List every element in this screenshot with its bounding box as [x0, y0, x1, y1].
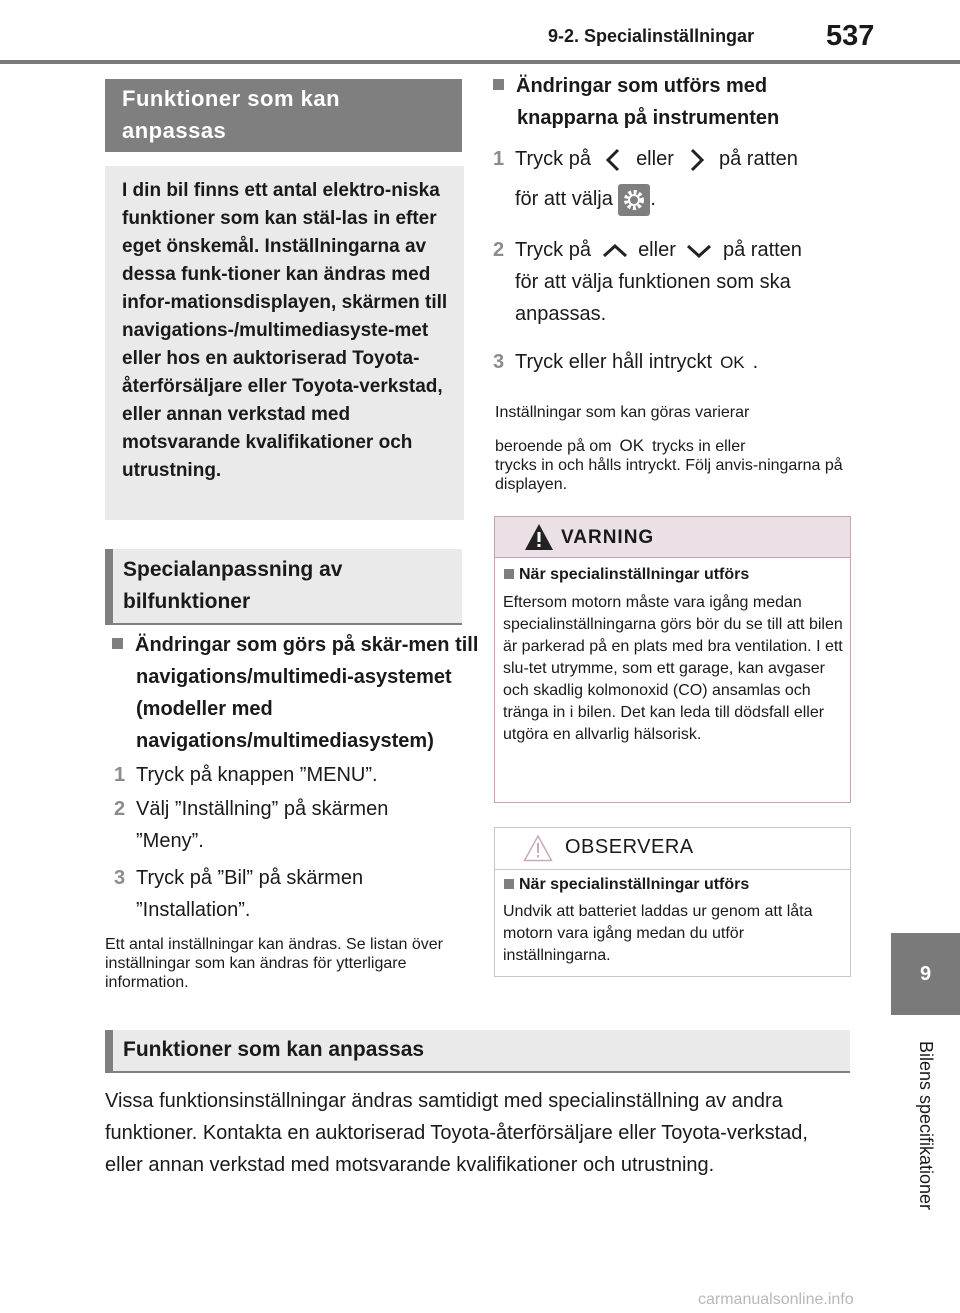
- warning-triangle-icon: [525, 524, 553, 550]
- instrument-note: Inställningar som kan göras varierar ber…: [495, 396, 845, 494]
- section-title: 9-2. Specialinställningar: [548, 26, 755, 46]
- intro-box-body: I din bil finns ett antal elektro-niska …: [105, 166, 464, 520]
- warning-box: VARNING När specialinställningar utförs …: [494, 516, 851, 803]
- heading-bar: [105, 549, 113, 623]
- step-text: Tryck eller håll intryckt: [515, 351, 713, 373]
- step-number: 2: [493, 239, 505, 261]
- instrument-heading: Ändringar som utförs med knapparna på in…: [493, 70, 867, 134]
- bullet-square: [504, 879, 514, 889]
- bullet-square: [112, 638, 123, 650]
- warning-text: Eftersom motorn måste vara igång medan s…: [503, 594, 843, 743]
- notice-box: OBSERVERA När specialinställningar utför…: [494, 827, 851, 977]
- notice-subheading-text: När specialinställningar utförs: [519, 876, 750, 893]
- warning-subheading-text: När specialinställningar utförs: [519, 566, 750, 583]
- bullet-square: [493, 79, 504, 91]
- step-text-cont: för att välja: [515, 188, 613, 210]
- special-section-title: Specialanpassning av bilfunktioner: [123, 558, 343, 613]
- bullet-square: [504, 569, 514, 579]
- note-text: beroende på om: [495, 438, 612, 455]
- notice-subheading: När specialinställningar utförs: [504, 875, 749, 895]
- footer-watermark: carmanualsonline.info: [698, 1291, 854, 1308]
- step-number: 3: [114, 867, 126, 889]
- right-chevron-icon: [691, 148, 705, 171]
- chapter-label: Bilens specifikationer: [916, 1040, 936, 1210]
- step-text: Välj ”Inställning” på skärmen: [136, 798, 389, 820]
- ok-button-glyph: OK: [619, 436, 645, 455]
- warning-header: VARNING: [495, 517, 850, 558]
- intro-box-title: Funktioner som kan anpassas: [122, 86, 341, 143]
- nav-heading: Ändringar som görs på skär-men till navi…: [112, 629, 486, 757]
- heading-rule: [105, 1071, 850, 1073]
- warning-subheading: När specialinställningar utförs: [504, 565, 749, 585]
- left-chevron-icon: [605, 148, 619, 171]
- up-chevron-icon: [602, 243, 627, 257]
- settings-gear-icon: [618, 183, 651, 216]
- instrument-heading-text: Ändringar som utförs med knapparna på in…: [516, 75, 780, 129]
- intro-box-text: I din bil finns ett antal elektro-niska …: [122, 180, 448, 481]
- notice-text: Undvik att batteriet laddas ur genom att…: [503, 903, 813, 964]
- step-text: på ratten: [718, 148, 798, 170]
- step-text: Tryck på knappen ”MENU”.: [136, 764, 378, 786]
- chapter-tab: 9: [891, 933, 960, 1015]
- intro-box-header: Funktioner som kan anpassas: [105, 79, 462, 152]
- instrument-step-2: 2 Tryck på eller på ratten för att välja …: [493, 234, 849, 330]
- note-text: Inställningar som kan göras varierar: [495, 404, 750, 421]
- step-text: Tryck på: [515, 239, 591, 261]
- chapter-number: 9: [919, 962, 932, 985]
- step-text: på ratten: [722, 239, 802, 261]
- functions-section-title: Funktioner som kan anpassas: [123, 1038, 425, 1061]
- nav-note: Ett antal inställningar kan ändras. Se l…: [105, 936, 443, 991]
- step-number: 1: [114, 764, 126, 786]
- instrument-step-3: 3 Tryck eller håll intryckt OK.: [493, 346, 849, 379]
- step-text-cont: ”Installation”.: [136, 899, 251, 921]
- notice-triangle-icon: [523, 834, 553, 862]
- functions-section-header: Funktioner som kan anpassas: [105, 1030, 850, 1071]
- warning-title: VARNING: [561, 527, 655, 548]
- step-text-end: .: [650, 188, 656, 210]
- header-rule: [0, 60, 960, 64]
- nav-step-1: 1 Tryck på knappen ”MENU”.: [114, 759, 378, 791]
- step-text: Tryck på: [515, 148, 591, 170]
- ok-button-glyph: OK: [720, 353, 745, 372]
- step-text-cont: anpassas.: [515, 303, 607, 325]
- step-number: 2: [114, 798, 126, 820]
- nav-step-2: 2 Välj ”Inställning” på skärmen ”Meny”.: [114, 793, 454, 857]
- step-text: Tryck på ”Bil” på skärmen: [136, 867, 364, 889]
- nav-heading-text: Ändringar som görs på skär-men till navi…: [135, 634, 479, 752]
- note-text: trycks in eller: [652, 438, 746, 455]
- step-number: 3: [493, 351, 505, 373]
- step-text: eller: [636, 148, 674, 170]
- heading-bar: [105, 1030, 113, 1071]
- step-number: 1: [493, 148, 505, 170]
- note-text: trycks in och hålls intryckt. Följ anvis…: [495, 457, 843, 493]
- step-text: eller: [638, 239, 676, 261]
- notice-rule: [495, 869, 850, 870]
- functions-body: Vissa funktionsinställningar ändras samt…: [105, 1090, 808, 1176]
- nav-step-3: 3 Tryck på ”Bil” på skärmen ”Installation”…: [114, 862, 454, 926]
- special-section-header: Specialanpassning av bilfunktioner: [105, 549, 462, 623]
- step-text-end: .: [752, 351, 759, 373]
- step-text-cont: för att välja funktionen som ska: [515, 271, 791, 293]
- step-text-cont: ”Meny”.: [136, 830, 204, 852]
- notice-title: OBSERVERA: [565, 836, 694, 858]
- chapter-label-container: Bilens specifikationer: [891, 1020, 960, 1230]
- down-chevron-icon: [687, 244, 712, 258]
- heading-rule: [105, 623, 462, 625]
- page-number: 537: [826, 20, 875, 52]
